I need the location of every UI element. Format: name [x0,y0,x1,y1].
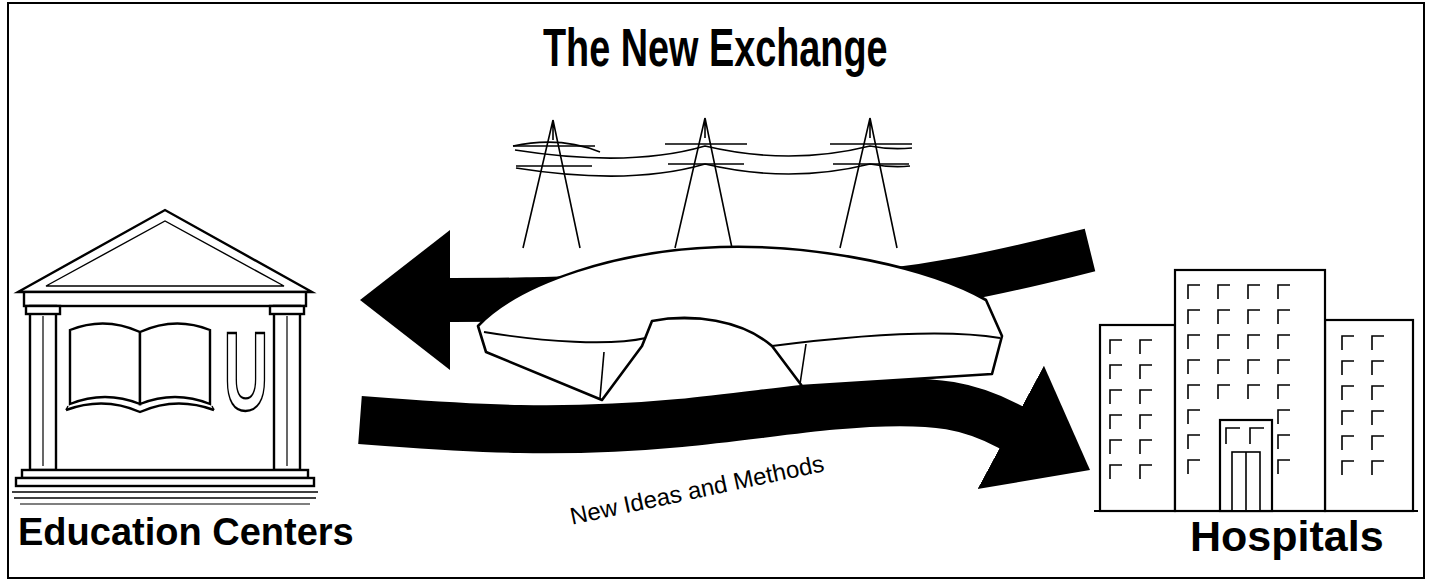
arrow-label: New Ideas and Methods [568,451,826,528]
pylon [830,118,912,248]
power-wire [515,146,912,158]
ground-line [14,497,316,498]
door-leaf [1232,452,1260,511]
column-capital [270,306,304,314]
book-page [140,323,210,404]
flow-arrow [360,402,1020,432]
window-grid [1276,406,1306,481]
building-tower [1175,270,1325,511]
ground-line [12,491,318,493]
door-transom [1226,428,1264,444]
handset-edge [800,344,806,384]
roof-inner-line [46,221,284,286]
power-wire [513,142,600,152]
window-grid [1108,336,1168,486]
handset-edge [600,352,604,398]
book-edge [66,406,214,410]
building-wing [1325,320,1413,511]
power-towers [513,118,912,248]
handset-edge [484,332,646,342]
diagram-title: The New Exchange [543,20,888,74]
entablature [24,292,306,306]
node-label: Hospitals [1190,515,1384,558]
column [274,306,300,470]
school-node: Education Centers [12,200,360,560]
hospital-node: Hospitals [1090,200,1420,565]
building-step [22,470,308,478]
node-label: Education Centers [18,513,354,551]
ground-line [1094,510,1418,512]
building-step [16,478,314,486]
frame-border [8,3,1424,578]
handset-body [478,247,1002,400]
book-page [70,323,140,404]
column-flute [286,316,287,466]
ground-line [20,503,310,504]
hospital-building [1094,270,1418,511]
pylon [665,118,747,248]
door-split [1245,452,1247,511]
window-grid [1186,281,1306,406]
window-grid [1340,332,1400,482]
school-building [12,210,318,504]
pylon [513,120,595,248]
book-edge [66,403,214,412]
building-wing [1100,325,1175,511]
column-flute [42,316,43,466]
roof-pediment [18,210,312,292]
telephone-handset [478,247,1002,400]
window-grid [1186,406,1216,481]
column [30,306,56,470]
entrance-door [1220,420,1272,511]
emblem-letter: U [224,316,268,428]
power-wire [516,164,910,176]
column-capital [26,306,60,314]
